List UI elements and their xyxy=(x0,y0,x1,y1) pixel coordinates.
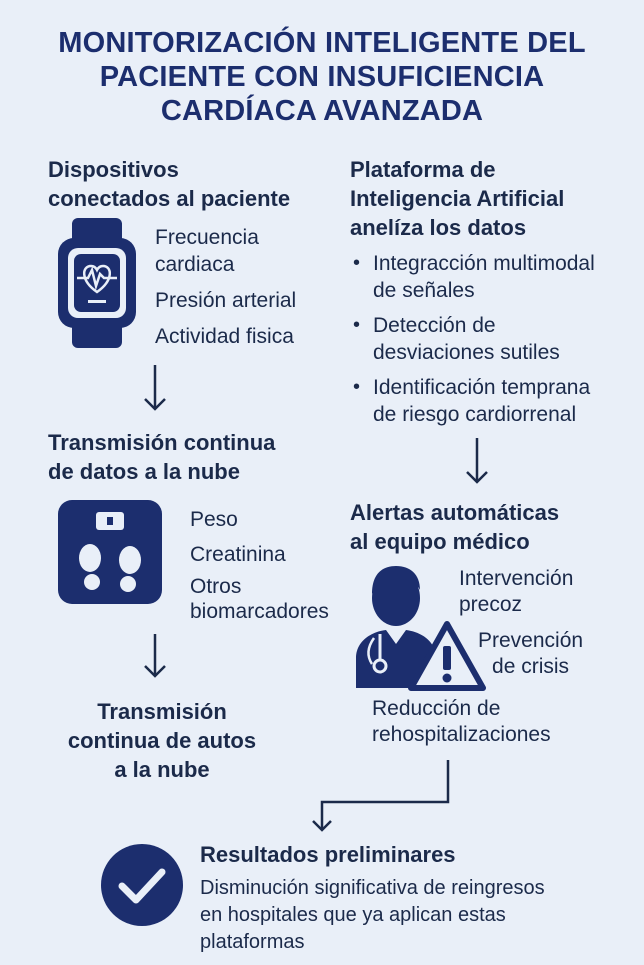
devices-items: Frecuencia cardiaca Presión arterial Act… xyxy=(155,224,296,350)
ai-heading-line-3: anelíza los datos xyxy=(350,215,527,240)
device-item-heart-rate-2: cardiaca xyxy=(155,253,235,276)
ai-platform-heading: Plataforma de Inteligencia Artificial an… xyxy=(350,155,564,242)
ai-heading-line-2: Inteligencia Artificial xyxy=(350,186,565,211)
devices-heading-line-2: conectados al paciente xyxy=(48,186,291,211)
alerts-item-3-line-1: Reducción de xyxy=(372,697,501,720)
ai-bullet-2-line-2: desviaciones sutiles xyxy=(373,341,560,364)
results-text: Disminución significativa de reingresos … xyxy=(200,875,545,956)
alerts-item-1-line-2: precoz xyxy=(459,593,523,616)
alerts-item-prevention: Prevención de crisis xyxy=(478,628,583,680)
ai-bullet-1-line-1: Integracción multimodal xyxy=(373,252,595,275)
alerts-item-3-line-2: rehospitalizaciones xyxy=(372,723,551,746)
alerts-item-reduction: Reducción de rehospitalizaciones xyxy=(372,696,551,748)
transmission2-line-1: Transmisión xyxy=(97,699,227,724)
alerts-item-2-line-2: de crisis xyxy=(492,655,570,678)
transmission2-text: Transmisión continua de autos a la nube xyxy=(48,697,276,784)
title-line-2: PACIENTE CON INSUFICIENCIA xyxy=(99,61,545,93)
ai-bullet-3-line-1: Identificación temprana xyxy=(373,376,591,399)
arrow-down-icon xyxy=(143,363,167,413)
devices-heading-line-1: Dispositivos xyxy=(48,157,179,182)
title-line-1: MONITORIZACIÓN INTELIGENTE DEL xyxy=(58,27,586,59)
results-line-3: plataformas xyxy=(200,931,305,953)
results-line-2: en hospitales que ya aplican estas xyxy=(200,904,506,926)
ai-heading-line-1: Plataforma de xyxy=(350,157,496,182)
arrow-down-icon xyxy=(143,632,167,680)
device-item-activity: Actividad fisica xyxy=(155,325,294,348)
page-title: MONITORIZACIÓN INTELIGENTE DEL PACIENTE … xyxy=(20,26,624,128)
alerts-item-1-line-1: Intervención xyxy=(459,567,574,590)
alerts-heading: Alertas automáticas al equipo médico xyxy=(350,498,559,556)
smartwatch-heart-icon xyxy=(58,218,136,348)
transmission-item-creatinine: Creatinina xyxy=(190,543,286,566)
alerts-item-intervention: Intervención precoz xyxy=(459,566,573,618)
alerts-heading-line-1: Alertas automáticas xyxy=(350,500,560,525)
transmission-items: Peso Creatinina Otros biomarcadores xyxy=(190,506,329,624)
scale-footprints-icon xyxy=(58,500,162,604)
transmission-heading: Transmisión continua de datos a la nube xyxy=(48,428,275,486)
ai-bullet-3: Identificación temprana de riesgo cardio… xyxy=(353,374,595,428)
device-item-heart-rate: Frecuencia xyxy=(155,226,259,249)
ai-bullet-2-line-1: Detección de xyxy=(373,314,496,337)
results-heading: Resultados preliminares xyxy=(200,842,456,867)
transmission-heading-line-2: de datos a la nube xyxy=(48,459,240,484)
arrow-down-icon xyxy=(465,436,489,486)
checkmark-circle-icon xyxy=(100,843,184,927)
devices-heading: Dispositivos conectados al paciente xyxy=(48,155,290,213)
title-line-3: CARDÍACA AVANZADA xyxy=(160,95,484,127)
results-line-1: Disminución significativa de reingresos xyxy=(200,877,545,899)
ai-bullet-list: Integracción multimodal de señales Detec… xyxy=(353,250,595,436)
ai-bullet-3-line-2: de riesgo cardiorrenal xyxy=(373,403,577,426)
warning-icon xyxy=(408,620,486,692)
ai-bullet-2: Detección de desviaciones sutiles xyxy=(353,312,595,366)
ai-bullet-1-line-2: de señales xyxy=(373,279,475,302)
transmission2-line-3: a la nube xyxy=(114,757,210,782)
alerts-heading-line-2: al equipo médico xyxy=(350,529,530,554)
connector-arrow xyxy=(308,758,458,838)
transmission-item-biomarkers: Otros xyxy=(190,575,242,598)
transmission-item-biomarkers-2: biomarcadores xyxy=(190,600,329,623)
device-item-blood-pressure: Presión arterial xyxy=(155,289,297,312)
transmission2-line-2: continua de autos xyxy=(67,728,257,753)
ai-bullet-1: Integracción multimodal de señales xyxy=(353,250,595,304)
transmission-item-weight: Peso xyxy=(190,508,238,531)
alerts-item-2-line-1: Prevención xyxy=(478,629,584,652)
transmission-heading-line-1: Transmisión continua xyxy=(48,430,276,455)
